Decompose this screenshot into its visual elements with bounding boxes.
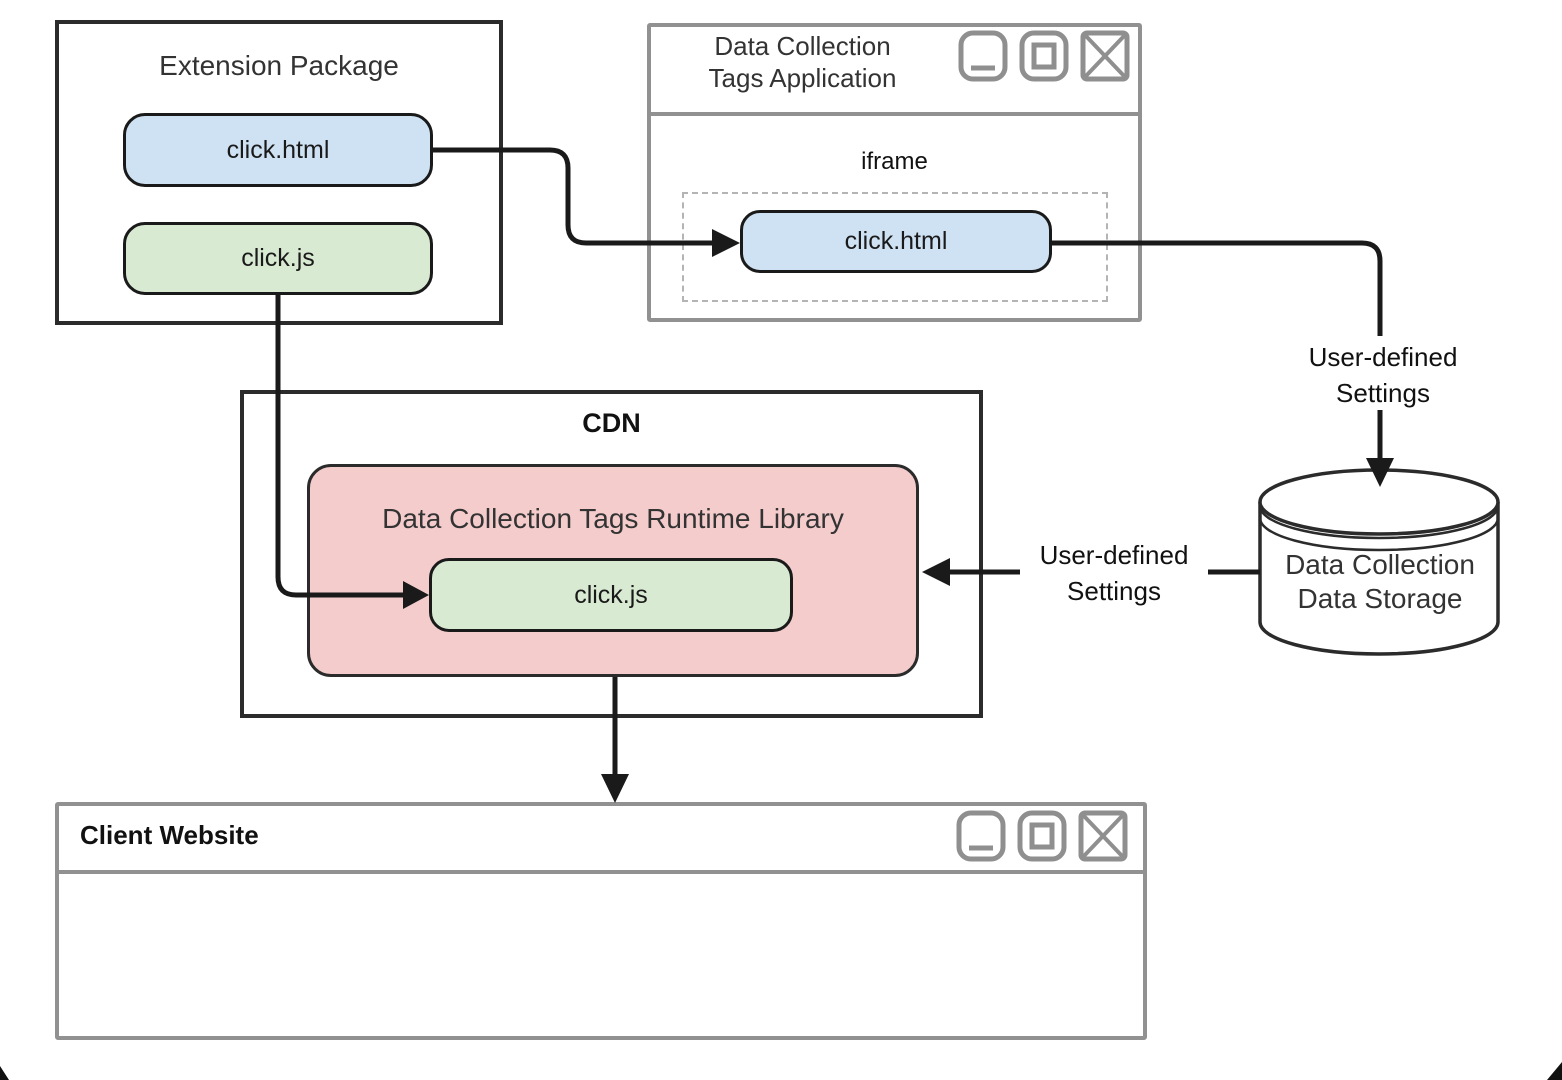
client-website-window-controls [956,810,1128,862]
node-click-html-iframe-label: click.html [844,227,948,255]
user-defined-settings-line1: User-defined [1308,342,1458,372]
node-click-js-cdn-label: click.js [574,580,648,609]
tags-application-window-controls [958,30,1130,82]
node-click-html-iframe: click.html [740,210,1052,273]
node-click-html-extension-label: click.html [226,135,330,164]
data-storage-label: Data Collection Data Storage [1262,548,1498,616]
tags-application-titlebar [651,27,1138,116]
tags-application-title: Data Collection Tags Application [647,30,958,94]
client-website-title: Client Website [80,820,259,850]
data-storage-label-line1: Data Collection [1285,549,1475,580]
user-defined-settings-line2: Settings [1336,378,1430,408]
cdn-title: CDN [582,408,641,438]
user-defined-settings-line2: Settings [1067,576,1161,606]
data-storage-label-line2: Data Storage [1297,583,1463,614]
bottom-right-crop-artifact [1547,1062,1562,1080]
extension-package-title: Extension Package [159,50,399,81]
maximize-icon [1019,30,1069,82]
node-click-js-extension-label: click.js [241,244,315,272]
runtime-library-title: Data Collection Tags Runtime Library [382,503,844,534]
node-click-js-extension: click.js [123,222,433,295]
close-icon [1080,30,1130,82]
user-defined-settings-label-vertical: User-defined Settings [1280,339,1486,411]
tags-application-title-line1: Data Collection [714,31,891,61]
user-defined-settings-label-horizontal: User-defined Settings [1011,537,1217,609]
bottom-left-crop-artifact [0,1066,9,1080]
user-defined-settings-line1: User-defined [1039,540,1189,570]
tags-application-title-line2: Tags Application [708,63,897,93]
client-website-window [55,802,1147,1040]
iframe-label: iframe [861,148,928,175]
close-icon [1078,810,1128,862]
node-click-js-cdn: click.js [429,558,793,632]
node-click-html-extension: click.html [123,113,433,187]
minimize-icon [958,30,1008,82]
maximize-icon [1017,810,1067,862]
minimize-icon [956,810,1006,862]
